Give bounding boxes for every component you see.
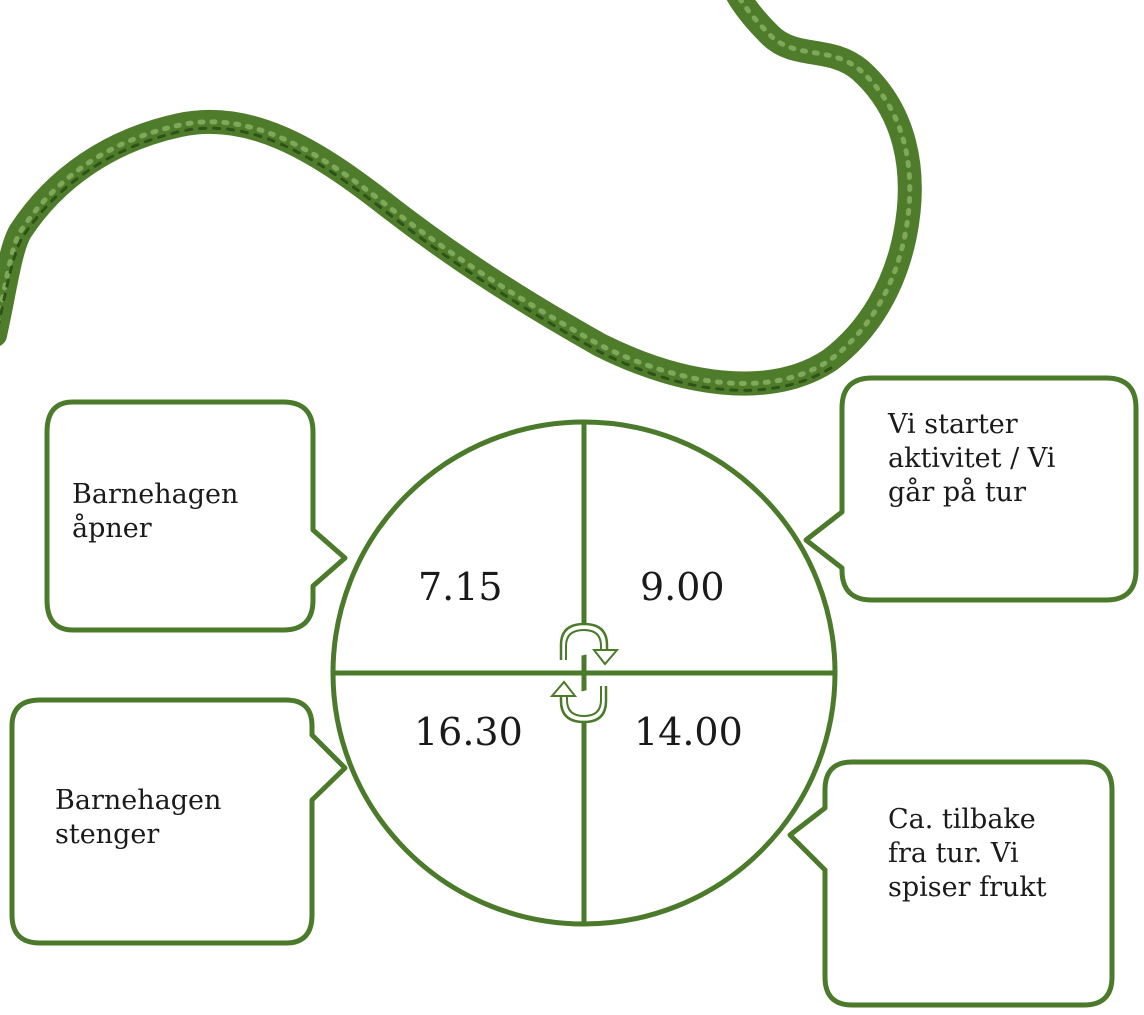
callout-bubble-closes bbox=[9, 697, 348, 946]
callout-text-activity: Vi starter aktivitet / Vi går på tur bbox=[888, 409, 1056, 508]
callout-bubble-opens bbox=[44, 399, 348, 633]
cycle-arrows-icon bbox=[549, 622, 620, 724]
callout-text-closes: Barnehagen stenger bbox=[55, 785, 222, 850]
time-bottom-right: 14.00 bbox=[634, 710, 743, 754]
time-top-right: 9.00 bbox=[640, 565, 725, 609]
time-top-left: 7.15 bbox=[418, 565, 503, 609]
yarn-string-image bbox=[0, 0, 922, 396]
callout-bubble-fruit bbox=[787, 759, 1115, 1008]
callout-text-fruit: Ca. tilbake fra tur. Vi spiser frukt bbox=[888, 804, 1047, 903]
callout-text-opens: Barnehagen åpner bbox=[72, 479, 239, 544]
time-bottom-left: 16.30 bbox=[414, 710, 523, 754]
callout-bubble-activity bbox=[803, 375, 1139, 603]
